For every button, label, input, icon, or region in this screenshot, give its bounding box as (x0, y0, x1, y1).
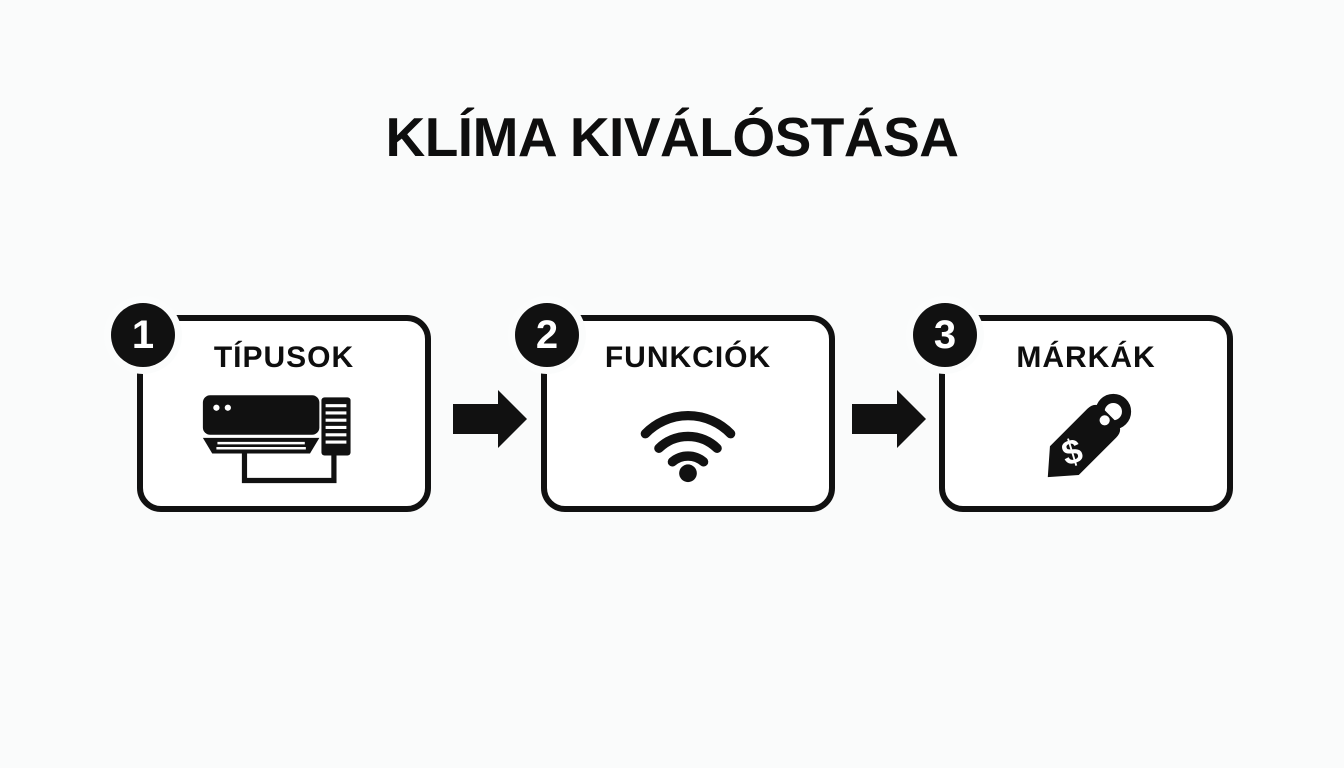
wifi-icon (547, 375, 829, 506)
page-title: KLÍMA KIVÁLÓSTÁSA (385, 106, 959, 168)
step-box-tipusok: 1 TÍPUSOK (111, 303, 431, 512)
step-number-badge: 3 (913, 303, 977, 367)
step-number-badge: 1 (111, 303, 175, 367)
step-box-markak: 3 MÁRKÁK $ (913, 303, 1233, 512)
step-number-badge: 2 (515, 303, 579, 367)
step-label: FUNKCIÓK (604, 341, 772, 374)
ac-unit-icon (143, 375, 425, 506)
arrow-right-icon (852, 390, 926, 448)
step-label: TÍPUSOK (213, 341, 355, 374)
price-tag-icon: $ (945, 375, 1227, 506)
step-box-funkciok: 2 FUNKCIÓK (515, 303, 835, 512)
step-label: MÁRKÁK (1016, 341, 1156, 374)
arrow-right-icon (453, 390, 527, 448)
